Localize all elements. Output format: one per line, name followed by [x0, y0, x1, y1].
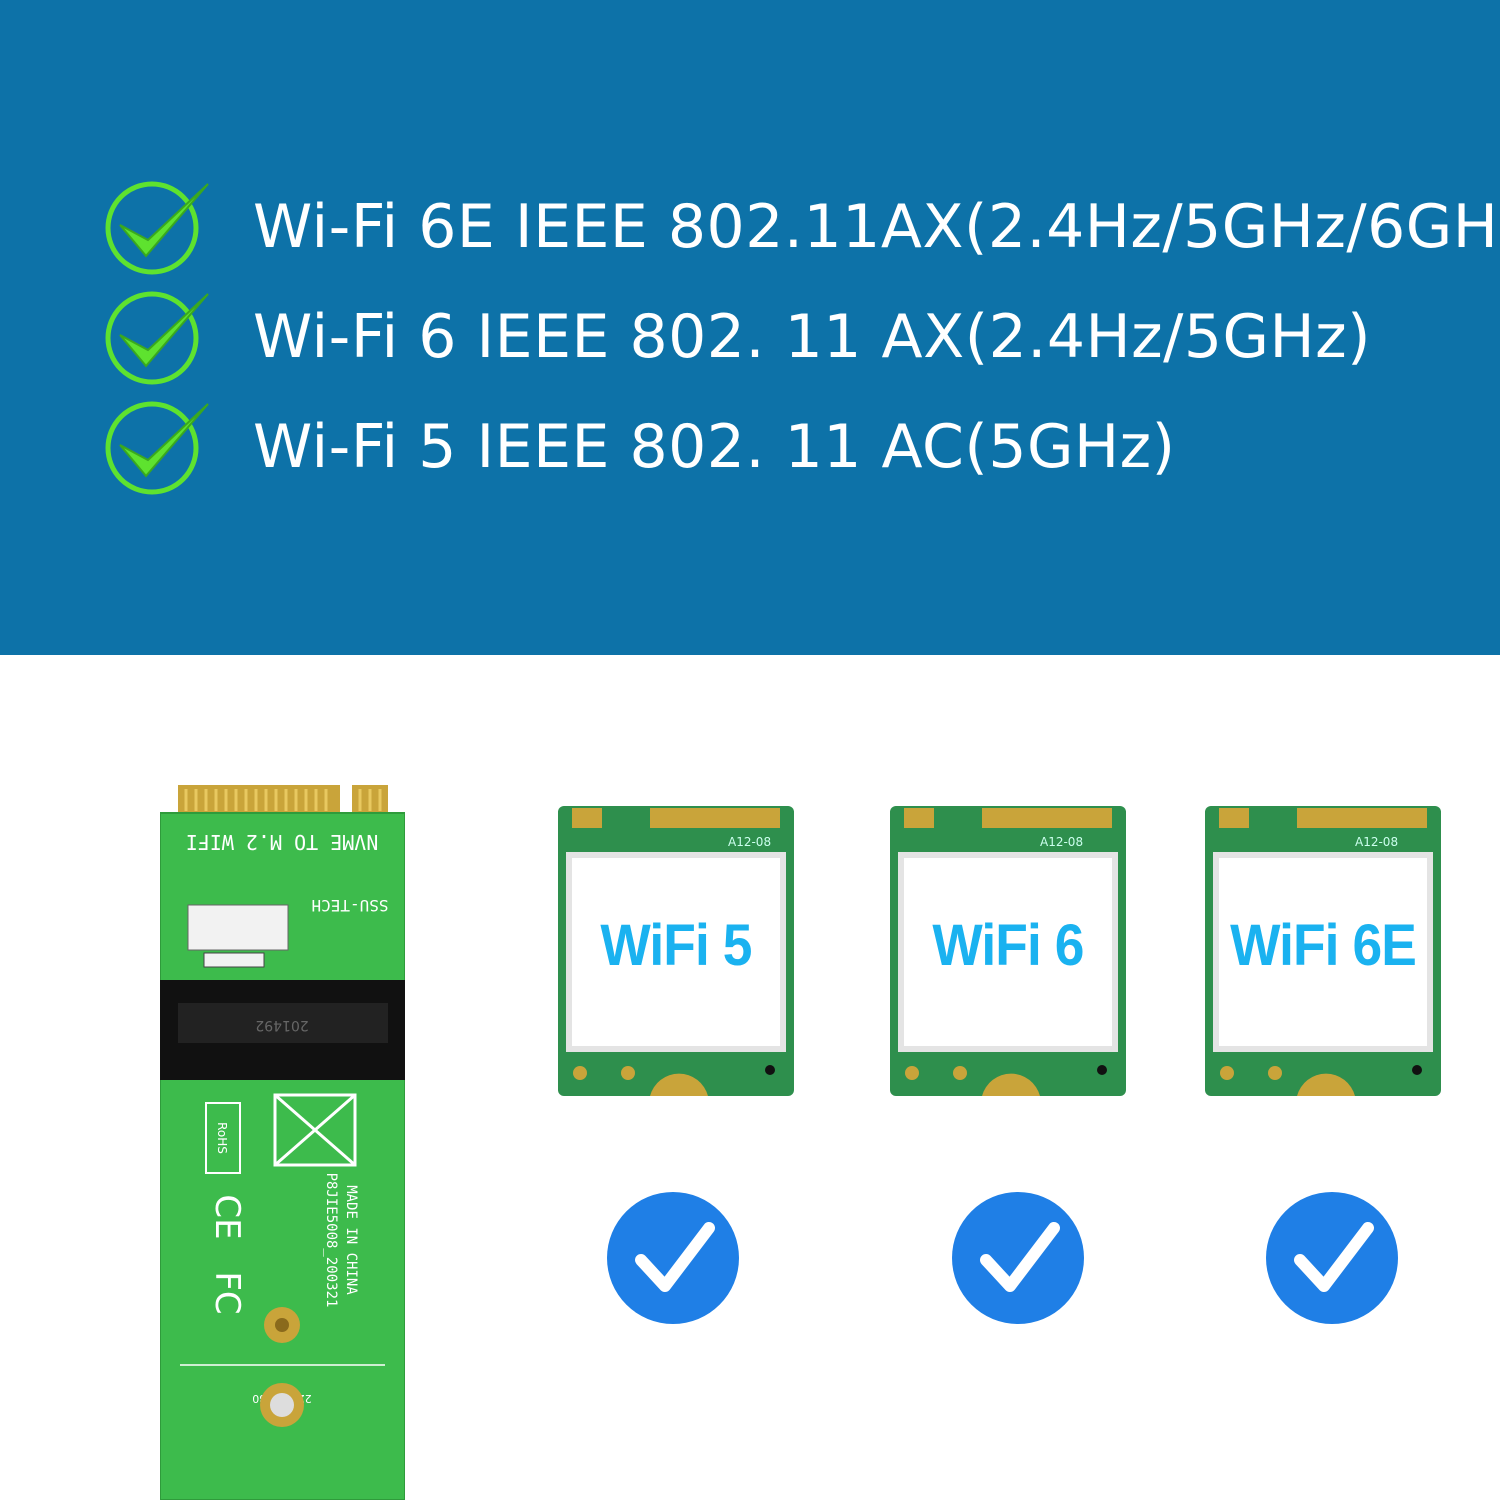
card-label: WiFi 6: [932, 913, 1084, 978]
green-check-icon: [105, 181, 209, 275]
card-wifi-5: A12-08 WiFi 5: [558, 800, 794, 1100]
adapter-brand: SSU-TECH: [311, 896, 388, 915]
blue-check-icon: [1266, 1192, 1398, 1324]
ce-mark: CE: [207, 1194, 247, 1239]
fc-mark: FC: [207, 1271, 247, 1314]
origin-text: MADE IN CHINA: [343, 1185, 359, 1295]
nvme-adapter-board: NVME TO M.2 WIFI SSU-TECH 201492 RoHS CE…: [160, 785, 405, 1500]
card-label: WiFi 6E: [1230, 913, 1417, 978]
blue-check-icon: [607, 1192, 739, 1324]
feature-row-wifi-6: Wi-Fi 6 IEEE 802. 11 AX(2.4Hz/5GHz): [100, 280, 1490, 400]
rohs-mark: RoHS: [215, 1122, 229, 1154]
card-marking: A12-08: [1355, 835, 1398, 849]
card-label: WiFi 5: [600, 913, 752, 978]
card-wifi-6e: A12-08 WiFi 6E: [1205, 800, 1441, 1100]
chip-label: 201492: [255, 1017, 308, 1033]
feature-text: Wi-Fi 6E IEEE 802.11AX(2.4Hz/5GHz/6GHz): [253, 192, 1500, 262]
blue-check-icon: [952, 1192, 1084, 1324]
card-wifi-6: A12-08 WiFi 6: [890, 800, 1126, 1100]
feature-text: Wi-Fi 5 IEEE 802. 11 AC(5GHz): [253, 412, 1176, 482]
model-number: P8JIE5008_200321: [323, 1173, 339, 1308]
m2-card-board: A12-08: [890, 806, 1126, 1096]
top-banner: Wi-Fi 6E IEEE 802.11AX(2.4Hz/5GHz/6GHz) …: [0, 0, 1500, 655]
card-marking: A12-08: [728, 835, 771, 849]
green-check-icon: [105, 291, 209, 385]
adapter-title: NVME TO M.2 WIFI: [186, 830, 379, 854]
card-marking: A12-08: [1040, 835, 1083, 849]
feature-row-wifi-6e: Wi-Fi 6E IEEE 802.11AX(2.4Hz/5GHz/6GHz): [100, 170, 1500, 290]
green-check-icon: [105, 401, 209, 495]
feature-text: Wi-Fi 6 IEEE 802. 11 AX(2.4Hz/5GHz): [253, 302, 1372, 372]
feature-row-wifi-5: Wi-Fi 5 IEEE 802. 11 AC(5GHz): [100, 390, 1490, 510]
m2-card-board: A12-08: [558, 806, 794, 1096]
m2-card-board: A12-08: [1205, 806, 1441, 1096]
